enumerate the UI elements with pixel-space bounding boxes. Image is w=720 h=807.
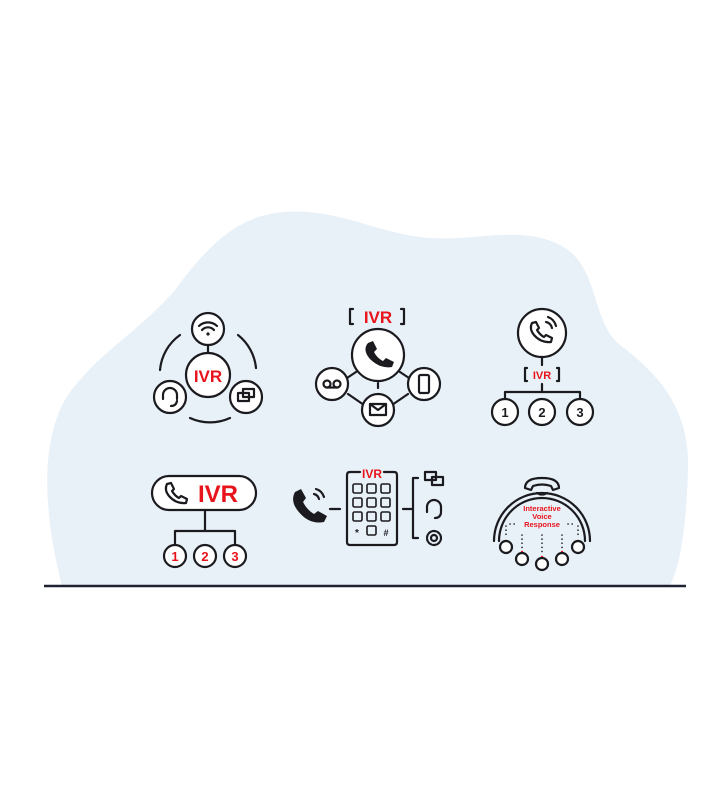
phone-icon [164, 481, 189, 505]
dial-text-line2: Voice [532, 512, 551, 521]
ivr-label: IVR [533, 370, 551, 382]
ivr-label: IVR [364, 308, 392, 327]
star-key: * [355, 528, 359, 539]
contact-hub-icon: IVR [314, 307, 442, 428]
omnichannel-ivr-icon: IVR [152, 311, 264, 424]
call-menu-icon: IVR 1 2 3 [490, 307, 595, 427]
keypad-routing-icon: IVR * # [293, 467, 445, 547]
gear-icon [425, 529, 443, 547]
chat-icon [423, 470, 445, 487]
phone-icon [365, 341, 394, 368]
phone-icon [529, 315, 558, 344]
wifi-icon [190, 311, 226, 347]
headset-icon [152, 379, 188, 415]
keypad [352, 483, 391, 536]
ivr-badge-icon: IVR 1 2 3 [150, 474, 258, 569]
option-3: 3 [231, 549, 238, 564]
option-2: 2 [201, 549, 208, 564]
email-icon [360, 392, 396, 428]
option-1: 1 [171, 549, 178, 564]
headset-icon [425, 498, 443, 520]
interactive-voice-response-dial: Interactive Voice Response [492, 476, 592, 572]
hash-key: # [383, 528, 388, 538]
ivr-label: IVR [198, 481, 238, 508]
option-3: 3 [576, 405, 583, 420]
handset-icon [523, 476, 561, 492]
ivr-label: IVR [194, 367, 222, 386]
mobile-icon [406, 366, 442, 402]
dial-text-line1: Interactive [523, 504, 561, 513]
option-2: 2 [538, 405, 545, 420]
voicemail-icon [314, 366, 350, 402]
chat-icon [228, 379, 264, 415]
ivr-label: IVR [362, 467, 382, 481]
option-1: 1 [501, 405, 508, 420]
phone-icon [293, 489, 327, 523]
dial-text-line3: Response [524, 520, 560, 529]
